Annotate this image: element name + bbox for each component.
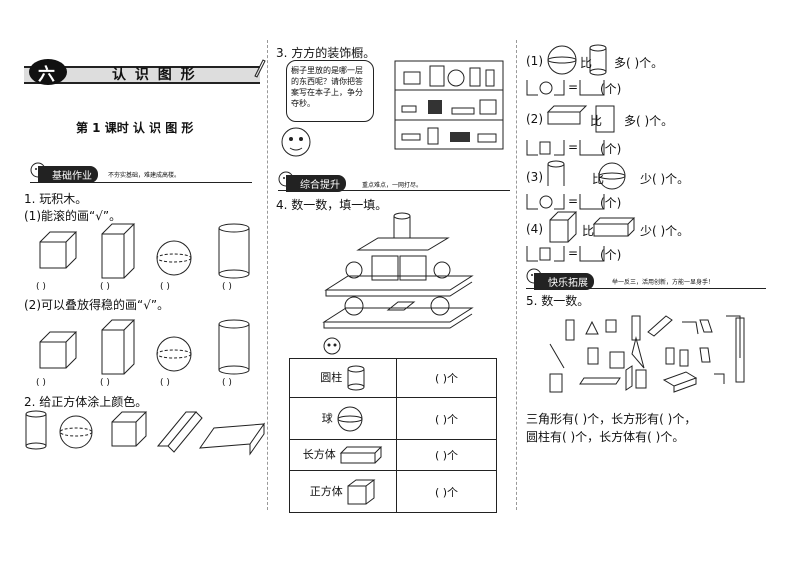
answer-blank[interactable]: ( ) [222,378,232,388]
q1-title: 1. 玩积木。 [24,192,88,206]
answer-blank[interactable]: ( ) [100,282,110,292]
section-motto: 不夯实基础，难建成高楼。 [108,172,181,179]
section-motto: 重点难点，一网打尽。 [362,182,423,189]
equation-boxes [526,140,605,156]
cylinder-icon [347,365,365,391]
equals-sign: = [568,246,579,260]
equals-sign: = [568,80,579,94]
compare-answer[interactable]: 少( )个。 [640,224,690,238]
answer-blank[interactable]: ( ) [100,378,110,388]
answer-cell[interactable]: ( )个 [396,439,497,472]
compare-shapes [547,160,626,190]
cuboid-shape [156,411,203,453]
sphere-shape [156,240,192,276]
speech-bubble: 橱子里放的是哪一层的东西呢？请你把答案写在本子上，争分夺秒。 [286,60,374,122]
cylinder-shape [25,410,47,450]
unit-badge: 六 [38,65,55,85]
unit-label: (个) [600,82,622,96]
q1-shapes-row1 [39,223,250,279]
mascot-icon [281,127,311,157]
compare-shapes [546,105,615,133]
q5-shapes [549,315,745,393]
compare-shapes [549,211,636,243]
section-motto: 举一反三，活用创新，方能一显身手！ [612,279,715,286]
q5-title: 5. 数一数。 [526,294,590,308]
cuboid-icon [340,446,383,464]
cube-icon [347,479,376,505]
answer-blank[interactable]: ( ) [222,282,232,292]
lesson-title: 第 1 课时 认 识 图 形 [76,121,194,135]
equation-boxes [526,80,605,96]
compare-answer[interactable]: 多( )个。 [614,56,664,70]
section-badge-basic: 基础作业 [38,166,98,183]
equation-boxes [526,246,605,262]
equals-sign: = [568,194,579,208]
table-row: 长方体 [289,439,397,472]
answer-cell[interactable]: ( )个 [396,397,497,441]
count-table: 圆柱 ( )个 球 ( )个 长方体 ( )个 正方体 ( )个 [289,357,497,513]
cube-shape [39,331,78,369]
q3-title: 3. 方方的装饰橱。 [276,46,376,60]
unit-badge-icon [29,59,67,85]
shape-name: 正方体 [309,484,343,498]
answer-blank[interactable]: ( ) [160,282,170,292]
unit-label: (个) [600,196,622,210]
cylinder-shape [218,319,250,375]
compare-text: 比 [580,56,593,70]
cuboid-shape [101,319,136,375]
cabinet [394,60,504,150]
shape-name: 长方体 [302,448,336,462]
unit-banner [24,66,260,84]
section-rule [278,190,510,191]
column-divider [516,40,517,510]
unit-title: 认 识 图 形 [112,67,197,83]
mascot-icon [323,337,341,355]
q1-shapes-row2 [39,319,250,375]
sphere-shape [59,415,93,449]
answer-cell[interactable]: ( )个 [396,470,497,513]
section-badge-advanced: 综合提升 [286,175,346,192]
q1-part2: (2)可以叠放得稳的画“√”。 [24,298,170,312]
q1-part1: (1)能滚的画“√”。 [24,209,122,223]
table-row: 球 [289,397,397,441]
block-structure [322,212,474,329]
section-rule [526,288,766,289]
equation-boxes [526,194,605,210]
table-row: 圆柱 [289,357,397,399]
sphere-icon [337,406,363,432]
q4-title: 4. 数一数，填一填。 [276,198,388,212]
answer-blank[interactable]: ( ) [36,378,46,388]
section-badge-extension: 快乐拓展 [534,273,594,290]
compare-answer[interactable]: 少( )个。 [640,172,690,186]
pencil-icon [254,59,266,78]
compare-shapes [547,44,607,76]
compare-text: 比 [590,114,603,128]
compare-answer[interactable]: 多( )个。 [624,114,674,128]
unit-label: (个) [600,248,622,262]
table-row: 正方体 [289,470,397,513]
answer-cell[interactable]: ( )个 [396,357,497,399]
answer-blank[interactable]: ( ) [36,282,46,292]
section-rule [30,182,252,183]
q2-shapes [25,410,266,456]
q2-title: 2. 给正方体涂上颜色。 [24,395,148,409]
cube-shape [39,231,78,269]
q5-line2: 圆柱有( )个，长方体有( )个。 [526,430,685,444]
sphere-shape [156,336,192,372]
unit-label: (个) [600,142,622,156]
shape-name: 球 [321,411,333,425]
answer-blank[interactable]: ( ) [160,378,170,388]
compare-text: 比 [582,224,595,238]
column-divider [267,40,268,510]
cuboid-shape [101,223,136,279]
cuboid-shape [198,422,266,456]
cylinder-shape [218,223,250,279]
q5-line1: 三角形有( )个，长方形有( )个， [526,412,697,426]
compare-text: 比 [592,172,605,186]
equals-sign: = [568,140,579,154]
shape-name: 圆柱 [320,371,343,385]
cube-shape [111,411,148,447]
